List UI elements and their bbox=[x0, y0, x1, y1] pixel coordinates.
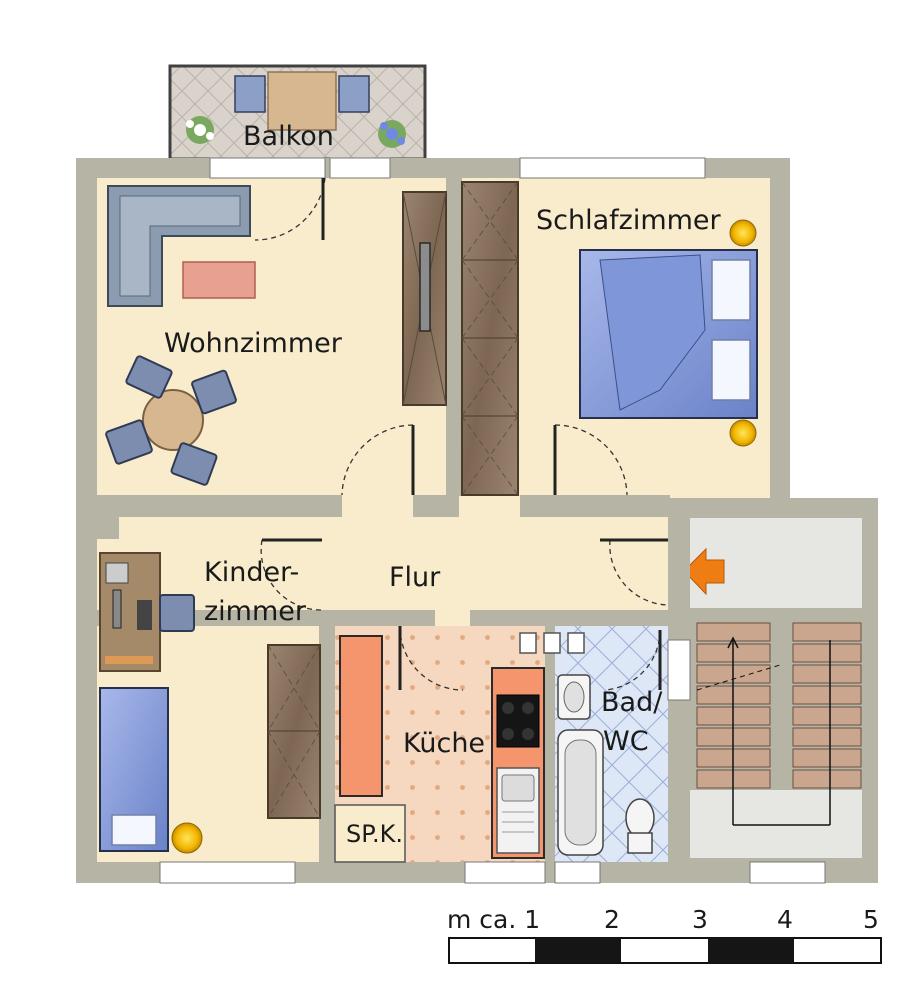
room-label-wohnzimmer: Wohnzimmer bbox=[164, 328, 342, 359]
lamp-icon bbox=[729, 419, 757, 447]
stair-tread bbox=[792, 685, 862, 705]
stair-tread bbox=[792, 769, 862, 789]
stair-tread bbox=[792, 727, 862, 747]
wardrobe-icon bbox=[267, 644, 321, 819]
desk-icon bbox=[99, 552, 195, 672]
lamp-icon bbox=[729, 219, 757, 247]
room-label-flur: Flur bbox=[389, 562, 441, 593]
stair-tread bbox=[792, 664, 862, 684]
scale-tick-3: 3 bbox=[692, 905, 708, 934]
room-label-kinderzimmer-1: Kinder- bbox=[204, 557, 300, 588]
toilet-icon bbox=[625, 798, 655, 854]
kitchen-counter-icon bbox=[339, 635, 383, 797]
storage-room bbox=[334, 804, 406, 863]
balcony bbox=[168, 64, 427, 161]
tv-cabinet bbox=[402, 191, 447, 406]
room-label-schlafzimmer: Schlafzimmer bbox=[536, 205, 721, 236]
scale-bar bbox=[448, 937, 882, 964]
stair-tread bbox=[792, 748, 862, 768]
scale-tick-5: 5 bbox=[863, 905, 879, 934]
wardrobe-icon bbox=[461, 181, 519, 496]
flower-pot-icon bbox=[378, 120, 406, 148]
sink-icon bbox=[496, 767, 540, 854]
sofa-icon bbox=[107, 185, 251, 307]
stair-tread bbox=[792, 622, 862, 642]
room-label-kueche: Küche bbox=[403, 728, 486, 759]
flower-pot-icon bbox=[186, 116, 214, 144]
door-leaves bbox=[262, 178, 668, 690]
scale-tick-4: 4 bbox=[777, 905, 793, 934]
windows bbox=[159, 157, 826, 884]
entrance-arrow-icon bbox=[683, 547, 725, 596]
dining-set-icon bbox=[105, 355, 237, 486]
stair-tread bbox=[792, 643, 862, 663]
bed-icon bbox=[99, 687, 169, 852]
scale-tick-2: 2 bbox=[604, 905, 620, 934]
room-label-bad: Bad/ bbox=[601, 687, 663, 718]
bed-icon bbox=[579, 249, 758, 419]
stairwell bbox=[668, 498, 878, 883]
interior-walls bbox=[97, 178, 690, 862]
lamp-icon bbox=[171, 822, 203, 854]
stove-icon bbox=[496, 694, 540, 748]
coffee-table-icon bbox=[182, 261, 256, 299]
room-label-kinderzimmer-2: zimmer bbox=[204, 596, 306, 627]
tv-icon bbox=[419, 242, 431, 332]
stair-tread bbox=[792, 706, 862, 726]
scale-label: m ca. 1 bbox=[447, 905, 541, 934]
balcony-chair-icon bbox=[338, 75, 370, 113]
room-label-balkon: Balkon bbox=[243, 121, 334, 152]
room-label-spk: SP.K. bbox=[346, 820, 403, 848]
balcony-chair-icon bbox=[234, 75, 266, 113]
kitchen-cabinets bbox=[519, 632, 585, 654]
room-label-wc: WC bbox=[603, 726, 649, 757]
washbasin-icon bbox=[557, 674, 591, 720]
stairs-icon bbox=[696, 622, 862, 789]
bathtub-icon bbox=[557, 729, 604, 856]
